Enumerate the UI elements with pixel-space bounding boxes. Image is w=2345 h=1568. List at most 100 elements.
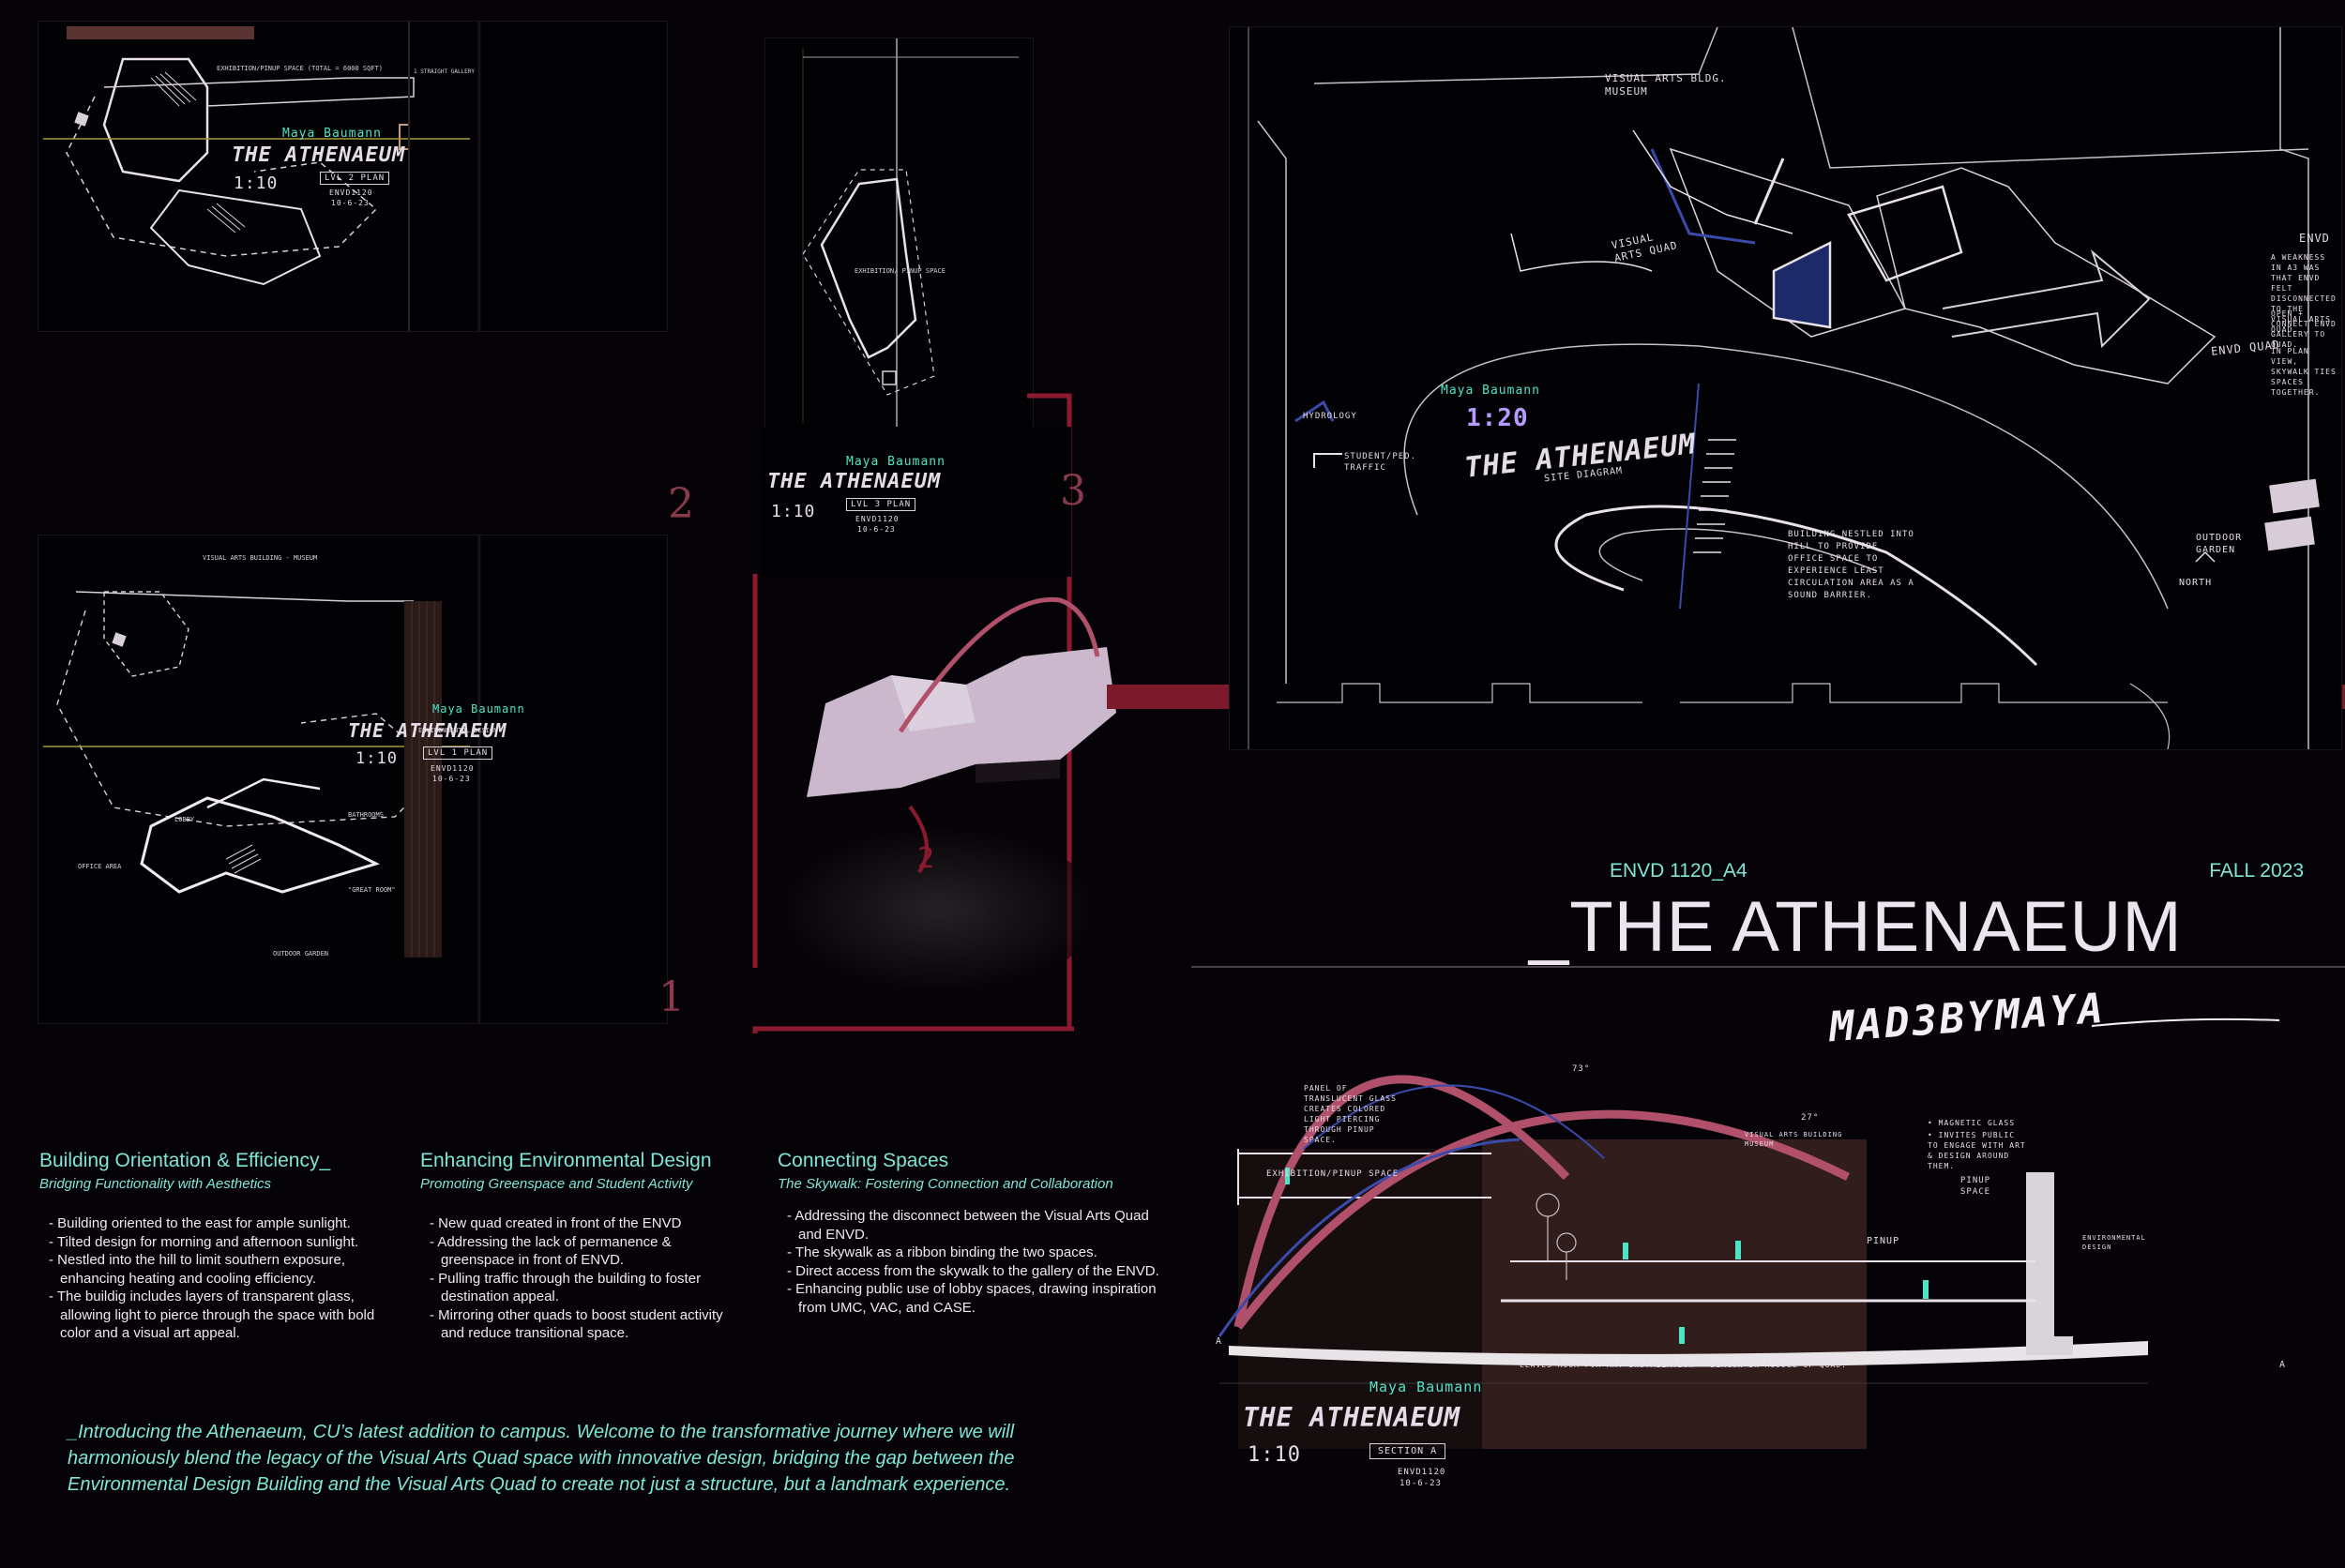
section-label-exhibition: EXHIBITION/PINUP SPACE <box>1266 1169 1399 1179</box>
column-connecting-title: Connecting Spaces <box>778 1150 949 1171</box>
section-mark-a-right: A <box>2279 1360 2287 1370</box>
plan-1-note-bathrooms: BATHROOMS <box>348 811 384 819</box>
plan-3-number: 3 <box>1060 467 1086 515</box>
plan-3-label: LVL 3 PLAN <box>846 498 916 511</box>
site-label-hydrology: HYDROLOGY <box>1303 412 1357 421</box>
section-label-magnetic-1: • MAGNETIC GLASS <box>1928 1119 2016 1127</box>
site-author: Maya Baumann <box>1441 384 1540 398</box>
column-environmental: Enhancing Environmental Design Promoting… <box>420 1150 744 1343</box>
physical-model: 2 <box>779 596 1116 994</box>
plan-1-note-great-room: "GREAT ROOM" <box>348 886 396 894</box>
section-label-angle-1: 73° <box>1572 1064 1591 1074</box>
course-code: ENVD 1120_A4 <box>1610 860 1747 882</box>
plan-1-title: THE ATHENAEUM <box>348 719 507 742</box>
section-drawing: PANEL OF TRANSLUCENT GLASS CREATES COLOR… <box>1210 1055 2345 1563</box>
term: FALL 2023 <box>2209 860 2304 882</box>
plan-sheet-level-1: VISUAL ARTS BUILDING - MUSEUM ENVIRONMEN… <box>38 535 668 1024</box>
title-rule <box>1191 966 2345 968</box>
section-label-room: LEAVES ROOM FOR ART INSTALLATION + BEACO… <box>1520 1361 1847 1369</box>
column-environmental-subtitle: Promoting Greenspace and Student Activit… <box>420 1176 693 1192</box>
plan-2-label: LVL 2 PLAN <box>320 172 390 185</box>
section-title: THE ATHENAEUM <box>1243 1402 1461 1433</box>
section-arc-2 <box>1234 1109 1851 1330</box>
plan-sheet-level-3: EXHIBITION/ PINUP SPACE <box>764 38 1034 429</box>
plan-1-note-garden: OUTDOOR GARDEN <box>273 950 328 957</box>
section-course: ENVD1120 <box>1398 1468 1446 1477</box>
section-arc-1 <box>1233 1075 1570 1328</box>
plan-2-drawing: EXHIBITION/PINUP SPACE (TOTAL = 6000 SQF… <box>43 22 481 331</box>
section-date: 10-6-23 <box>1399 1479 1442 1488</box>
signature-flourish <box>2092 1018 2279 1027</box>
column-environmental-bullet: - Mirroring other quads to boost student… <box>430 1306 723 1342</box>
site-scale: 1:20 <box>1466 404 1529 432</box>
section-drawing-svg <box>1218 1075 2148 1449</box>
plan-3-drawing: EXHIBITION/ PINUP SPACE <box>802 38 1019 428</box>
section-label-panel: PANEL OF TRANSLUCENT GLASS CREATES COLOR… <box>1304 1084 1397 1144</box>
plan-2-number: 2 <box>668 480 694 528</box>
intro-paragraph: _Introducing the Athenaeum, CU’s latest … <box>68 1422 1015 1495</box>
site-label-weakness: A WEAKNESS IN A3 WAS THAT ENVD FELT DISC… <box>2271 253 2337 334</box>
site-label-vab: VISUAL ARTS BLDG. MUSEUM <box>1605 72 1727 98</box>
site-label-envd: ENVD <box>2299 232 2330 245</box>
plan-1-date: 10-6-23 <box>432 775 471 783</box>
section-mark-a-left: A <box>1216 1336 1223 1347</box>
plan-1-note-office: OFFICE AREA <box>78 863 122 870</box>
column-connecting: Connecting Spaces The Skywalk: Fostering… <box>778 1150 1162 1317</box>
plan-1-note-vab: VISUAL ARTS BUILDING - MUSEUM <box>203 554 317 562</box>
plan-1-note-envd: ENVIRONMENTAL DESIGN <box>418 727 497 734</box>
plan-1-course: ENVD1120 <box>431 764 475 773</box>
column-environmental-title: Enhancing Environmental Design <box>420 1150 712 1171</box>
plan-1-drawing: VISUAL ARTS BUILDING - MUSEUM ENVIRONMEN… <box>43 535 497 1023</box>
model-skywalk-arc <box>898 596 1100 733</box>
site-label-nestled: BUILDING NESTLED INTO HILL TO PROVIDE OF… <box>1788 530 1914 600</box>
plan-2-scale: 1:10 <box>234 173 279 193</box>
plan-sheet-level-2: EXHIBITION/PINUP SPACE (TOTAL = 6000 SQF… <box>38 21 668 332</box>
site-label-traffic: STUDENT/PED. TRAFFIC <box>1344 452 1417 473</box>
column-connecting-bullet: - Direct access from the skywalk to the … <box>787 1262 1159 1279</box>
section-label-magnetic-2: • INVITES PUBLIC TO ENGAGE WITH ART & DE… <box>1928 1131 2026 1170</box>
column-connecting-bullet: - Addressing the disconnect between the … <box>787 1208 1149 1243</box>
plan-1-note-lobby: LOBBY <box>174 816 195 823</box>
model-number: 2 <box>917 842 934 875</box>
column-orientation-bullet: - Tilted design for morning and afternoo… <box>49 1233 359 1250</box>
site-label-connect-1: OPEN + CONNECT ENVD GALLERY TO QUAD. <box>2271 309 2337 349</box>
plan-2-note-1: EXHIBITION/PINUP SPACE (TOTAL = 6000 SQF… <box>217 65 383 72</box>
plan-2-date: 10-6-23 <box>331 199 370 207</box>
column-environmental-bullet: - New quad created in front of the ENVD <box>430 1215 682 1231</box>
plan-1-number: 1 <box>658 973 685 1021</box>
column-orientation: Building Orientation & Efficiency_ Bridg… <box>39 1150 405 1343</box>
plan-1-scale: 1:10 <box>356 749 398 768</box>
project-title: _THE ATHENAEUM <box>1529 887 2183 967</box>
section-label-pinup: PINUP <box>1867 1236 1900 1246</box>
level-3-label-card: Maya Baumann THE ATHENAEUM 1:10 LVL 3 PL… <box>762 427 1071 577</box>
site-diagram-drawing <box>1248 26 2320 750</box>
plan-1-author: Maya Baumann <box>432 702 525 716</box>
site-label-connect-2: IN PLAN VIEW, SKYWALK TIES SPACES TOGETH… <box>2271 347 2337 397</box>
plan-3-date: 10-6-23 <box>857 525 896 534</box>
plan-3-title: THE ATHENAEUM <box>767 470 942 493</box>
section-scale: 1:10 <box>1248 1443 1301 1467</box>
section-label-pinup-space: PINUP SPACE <box>1960 1176 1991 1197</box>
section-name: SECTION A <box>1369 1443 1446 1459</box>
column-environmental-bullet: - Addressing the lack of permanence & gr… <box>430 1233 672 1269</box>
model-frame <box>746 386 1074 1033</box>
column-environmental-bullet: - Pulling traffic through the building t… <box>430 1270 702 1305</box>
section-label-envd: ENVIRONMENTAL DESIGN <box>2082 1234 2146 1251</box>
section-label-angle-2: 27° <box>1801 1113 1820 1123</box>
plan-2-course: ENVD1120 <box>329 188 373 197</box>
column-connecting-bullet: - Enhancing public use of lobby spaces, … <box>787 1281 1157 1316</box>
column-orientation-bullet: - The buildig includes layers of transpa… <box>49 1289 375 1341</box>
plan-3-scale: 1:10 <box>771 502 816 521</box>
signature: MAD3BYMAYA <box>1827 984 2108 1052</box>
section-label-vab: VISUAL ARTS BUILDING MUSEUM <box>1745 1131 1843 1148</box>
site-label-garden: OUTDOOR GARDEN <box>2196 533 2243 555</box>
column-orientation-title: Building Orientation & Efficiency_ <box>39 1150 331 1171</box>
plan-3-course: ENVD1120 <box>855 515 900 523</box>
site-diagram: VISUAL ARTS BLDG. MUSEUM VISUAL ARTS QUA… <box>1229 26 2342 750</box>
plan-3-author: Maya Baumann <box>846 455 946 469</box>
column-connecting-bullet: - The skywalk as a ribbon binding the tw… <box>787 1244 1097 1260</box>
column-orientation-bullet: - Nestled into the hill to limit souther… <box>49 1252 345 1287</box>
plan-2-title: THE ATHENAEUM <box>232 143 406 167</box>
plan-2-author: Maya Baumann <box>282 127 382 141</box>
section-author: Maya Baumann <box>1369 1379 1483 1395</box>
